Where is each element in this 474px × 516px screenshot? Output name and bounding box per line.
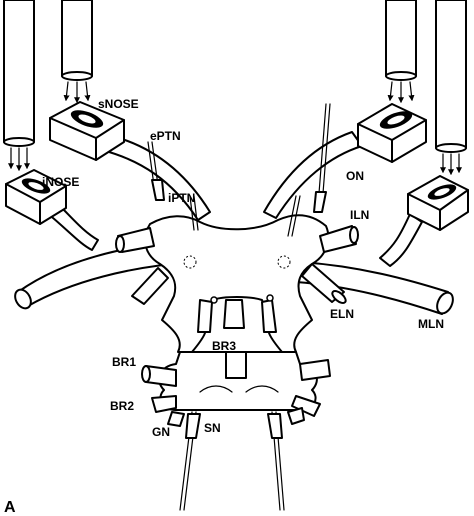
snose-strand (101, 135, 211, 221)
label-eln: ELN (330, 307, 354, 321)
label-inose: iNOSE (42, 175, 79, 189)
sn-electrode (267, 411, 285, 511)
eptn-electrode (147, 141, 165, 201)
label-on: ON (346, 169, 364, 183)
iptn-electrode (189, 195, 199, 231)
stimulus-tube-right (385, 0, 417, 104)
on-strand (263, 131, 363, 219)
inose-strand (45, 205, 99, 251)
label-iln: ILN (350, 208, 369, 222)
gn-nerve-stub (167, 411, 185, 427)
br2-root (151, 395, 177, 413)
iln-stub (319, 225, 357, 253)
label-eptn: ePTN (150, 129, 181, 143)
label-snose: sNOSE (98, 97, 139, 111)
stimulus-tube-far-right (435, 0, 467, 176)
on-electrode (313, 103, 331, 213)
left-lower-stub (131, 267, 169, 305)
left-cell-marker (183, 255, 197, 269)
label-sn: SN (204, 421, 221, 435)
central-ganglion (144, 214, 330, 353)
iln-electrode (287, 195, 301, 237)
label-br3: BR3 (212, 339, 236, 353)
label-br1: BR1 (112, 355, 136, 369)
panel-label: A (4, 499, 16, 516)
right-cell-marker (277, 255, 291, 269)
label-br2: BR2 (110, 399, 134, 413)
snose-block (49, 101, 125, 161)
inose-block (5, 169, 67, 225)
on-block (357, 103, 427, 163)
br3-connective (225, 351, 247, 379)
label-iptn: iPTN (168, 191, 195, 205)
right-buccal-root (299, 359, 331, 381)
gn-electrode (179, 411, 201, 511)
stimulus-tube-far-left (3, 0, 35, 172)
mln-block (407, 175, 469, 231)
mln-strand (379, 213, 423, 267)
label-gn: GN (152, 425, 170, 439)
label-mln: MLN (418, 317, 444, 331)
right-lower-root (291, 395, 321, 417)
right-gn-stub (287, 407, 305, 425)
stimulus-tube-left (61, 0, 93, 104)
